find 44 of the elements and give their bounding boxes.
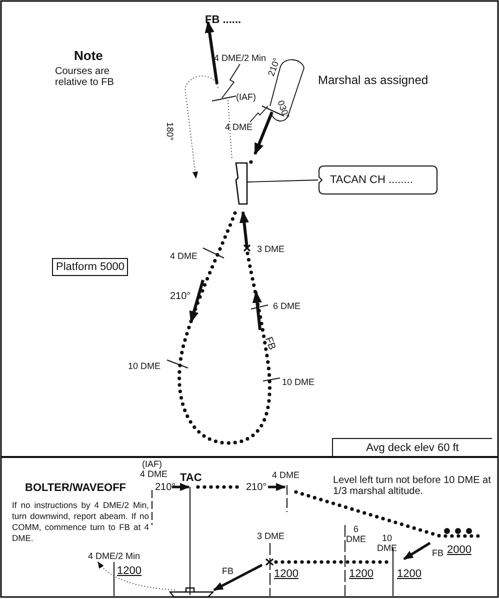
instruction-text: If no instructions by 4 DME/2 Min, turn downwind, report abeam. If no COMM, commence turn to FB at 4 DME.	[12, 500, 149, 544]
altitude-label: 1200	[397, 569, 422, 579]
holding-label: Marshal as assigned	[318, 75, 428, 85]
heading-label: FB ......	[205, 14, 242, 27]
distance-label: 6 DME	[273, 301, 301, 311]
distance-label: 10 DME	[376, 533, 398, 553]
note-heading: Note	[74, 49, 103, 62]
distance-label: 4 DME	[170, 251, 198, 261]
platform-box: Platform 5000	[52, 258, 128, 276]
leader-text: 4 DME	[225, 121, 253, 133]
altitude-label: 1200	[274, 569, 298, 579]
distance-label: 10 DME	[128, 361, 161, 371]
distance-label: 3 DME	[257, 531, 285, 541]
course-label: 210°	[246, 483, 267, 493]
course-label: 030°	[276, 99, 292, 120]
distance-label: 4 DME/2 Min	[88, 551, 140, 561]
fix-label: (IAF)	[236, 92, 256, 102]
station-label: TAC	[180, 472, 202, 485]
leader-text: 4 DME/2 Min	[214, 52, 266, 64]
course-label: FB	[432, 548, 444, 558]
altitude-label: 1200	[117, 566, 142, 576]
ship-symbol	[235, 162, 248, 205]
leader-line	[250, 106, 268, 122]
distance-label: 3 DME	[257, 244, 285, 254]
course-label: FB	[262, 336, 276, 352]
leader-line	[246, 180, 318, 182]
course-label: FB	[222, 566, 234, 576]
course-label: 210°	[155, 483, 176, 493]
instruction-text: Level left turn not before 10 DME at 1/3 marshal altitude.	[333, 475, 492, 497]
leader-line	[222, 64, 240, 98]
distance-label: 4 DME	[140, 469, 168, 479]
distance-label: 6 DME	[346, 524, 366, 544]
course-label: 210°	[170, 292, 191, 302]
course-label: 180°	[165, 122, 175, 141]
section-heading: BOLTER/WAVEOFF	[25, 482, 126, 495]
note-text: Courses are relative to FB	[55, 66, 115, 88]
info-box: Avg deck elev 60 ft	[332, 438, 492, 457]
altitude-label: 1200	[349, 569, 374, 579]
callout-box: TACAN CH ........	[318, 165, 438, 195]
fix-label: (IAF)	[142, 459, 162, 469]
altitude-label: 2000	[447, 545, 472, 555]
distance-label: 10 DME	[282, 377, 315, 387]
distance-label: 4 DME	[272, 470, 300, 480]
course-label: 210°	[266, 56, 282, 78]
